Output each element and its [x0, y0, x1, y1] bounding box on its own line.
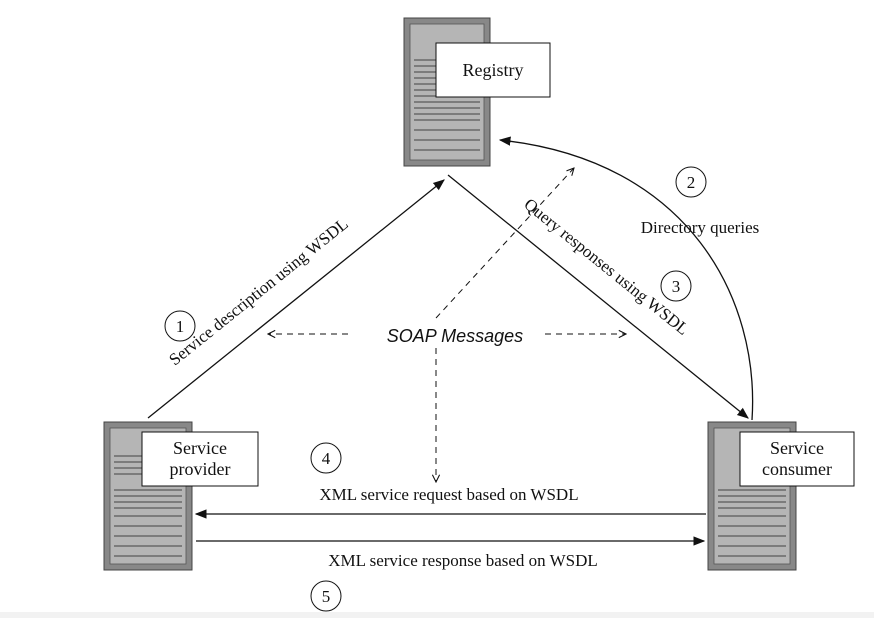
step-3-label: 3: [672, 277, 681, 296]
step-4-label: 4: [322, 449, 331, 468]
publish-arrow: [147, 179, 445, 419]
request-label: XML service request based on WSDL: [319, 485, 578, 504]
query-label: Directory queries: [641, 218, 759, 237]
publish-label: Service description using WSDL: [165, 214, 351, 369]
step-3-circle: [660, 270, 692, 302]
registry-server: Registry: [403, 17, 551, 167]
step-1-circle: [164, 310, 196, 342]
soap-arrow-up: [435, 168, 574, 319]
query-arrow: [498, 136, 754, 421]
consumer-server: Service consumer: [707, 421, 855, 571]
response-label: Query responses using WSDL: [520, 195, 692, 339]
provider-server: Service provider: [103, 421, 259, 571]
step-5-label: 5: [322, 587, 331, 606]
step-2-circle: [675, 166, 707, 198]
response-arrow: [447, 174, 749, 419]
step-2-label: 2: [687, 173, 696, 192]
step-1-label: 1: [176, 317, 185, 336]
consumer-label-line1: Service: [770, 438, 824, 458]
provider-label-line2: provider: [170, 459, 231, 479]
step-4-circle: [310, 442, 342, 474]
reply-label: XML service response based on WSDL: [328, 551, 598, 570]
provider-label-line1: Service: [173, 438, 227, 458]
consumer-label-line2: consumer: [762, 459, 832, 479]
soap-messages-label: SOAP Messages: [387, 326, 523, 346]
registry-label: Registry: [463, 60, 524, 80]
step-5-circle: [310, 580, 342, 612]
footer-strip: [0, 612, 874, 618]
